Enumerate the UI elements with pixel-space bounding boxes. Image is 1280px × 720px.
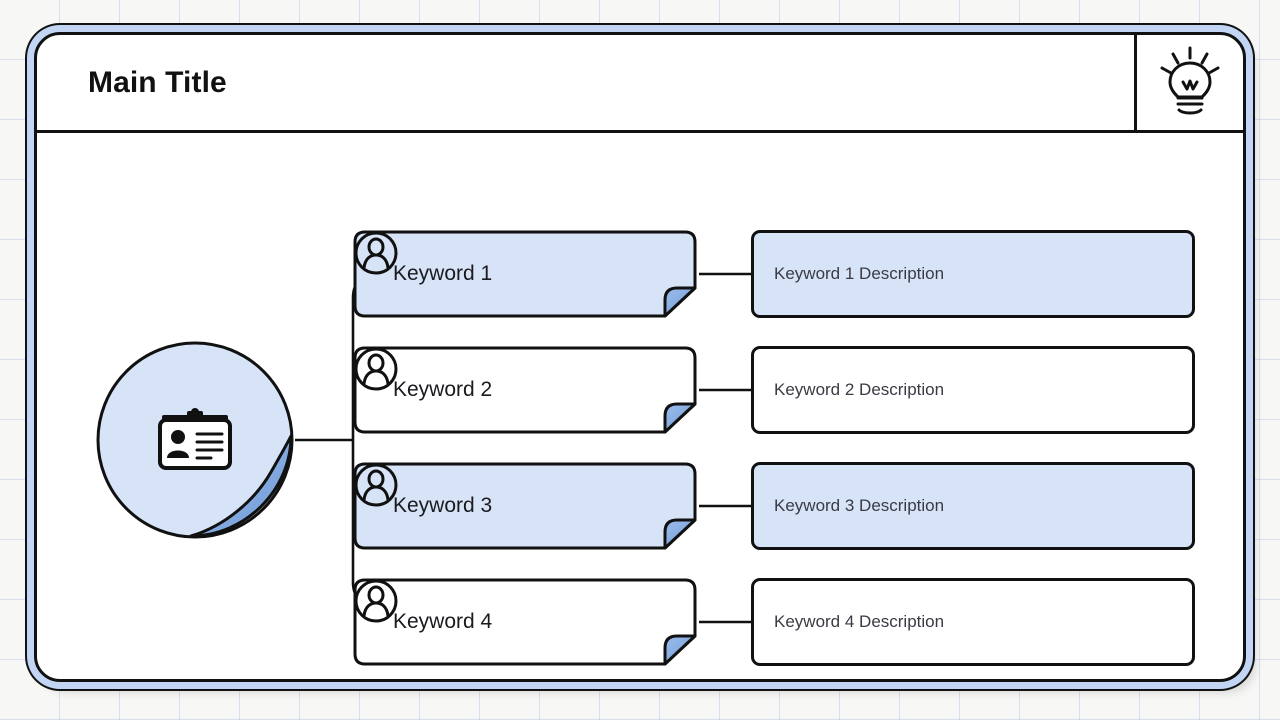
id-badge-icon	[158, 408, 232, 470]
keyword-label: Keyword 1	[393, 262, 493, 285]
description-box-2[interactable]: Keyword 2 Description	[751, 346, 1195, 434]
title-cell: Main Title	[37, 35, 1134, 130]
description-text: Keyword 3 Description	[774, 496, 945, 515]
lightbulb-icon	[1158, 44, 1222, 121]
description-box-4[interactable]: Keyword 4 Description	[751, 578, 1195, 666]
keyword-card-2[interactable]: Keyword 2	[353, 346, 697, 434]
description-text: Keyword 4 Description	[774, 612, 945, 631]
diagram-canvas: Keyword 1 Keyword 1 Description	[37, 133, 1243, 679]
diagram-frame: Main Title	[34, 32, 1246, 682]
page-title: Main Title	[88, 65, 227, 99]
description-text: Keyword 1 Description	[774, 264, 945, 283]
header-icon-cell	[1134, 35, 1243, 130]
keyword-label: Keyword 2	[393, 378, 493, 401]
keyword-label: Keyword 4	[393, 610, 493, 633]
header-bar: Main Title	[37, 35, 1243, 133]
keyword-card-3[interactable]: Keyword 3	[353, 462, 697, 550]
description-box-1[interactable]: Keyword 1 Description	[751, 230, 1195, 318]
description-text: Keyword 2 Description	[774, 380, 945, 399]
description-box-3[interactable]: Keyword 3 Description	[751, 462, 1195, 550]
keyword-label: Keyword 3	[393, 494, 493, 517]
keyword-card-1[interactable]: Keyword 1	[353, 230, 697, 318]
root-node[interactable]	[95, 340, 295, 540]
keyword-card-4[interactable]: Keyword 4	[353, 578, 697, 666]
